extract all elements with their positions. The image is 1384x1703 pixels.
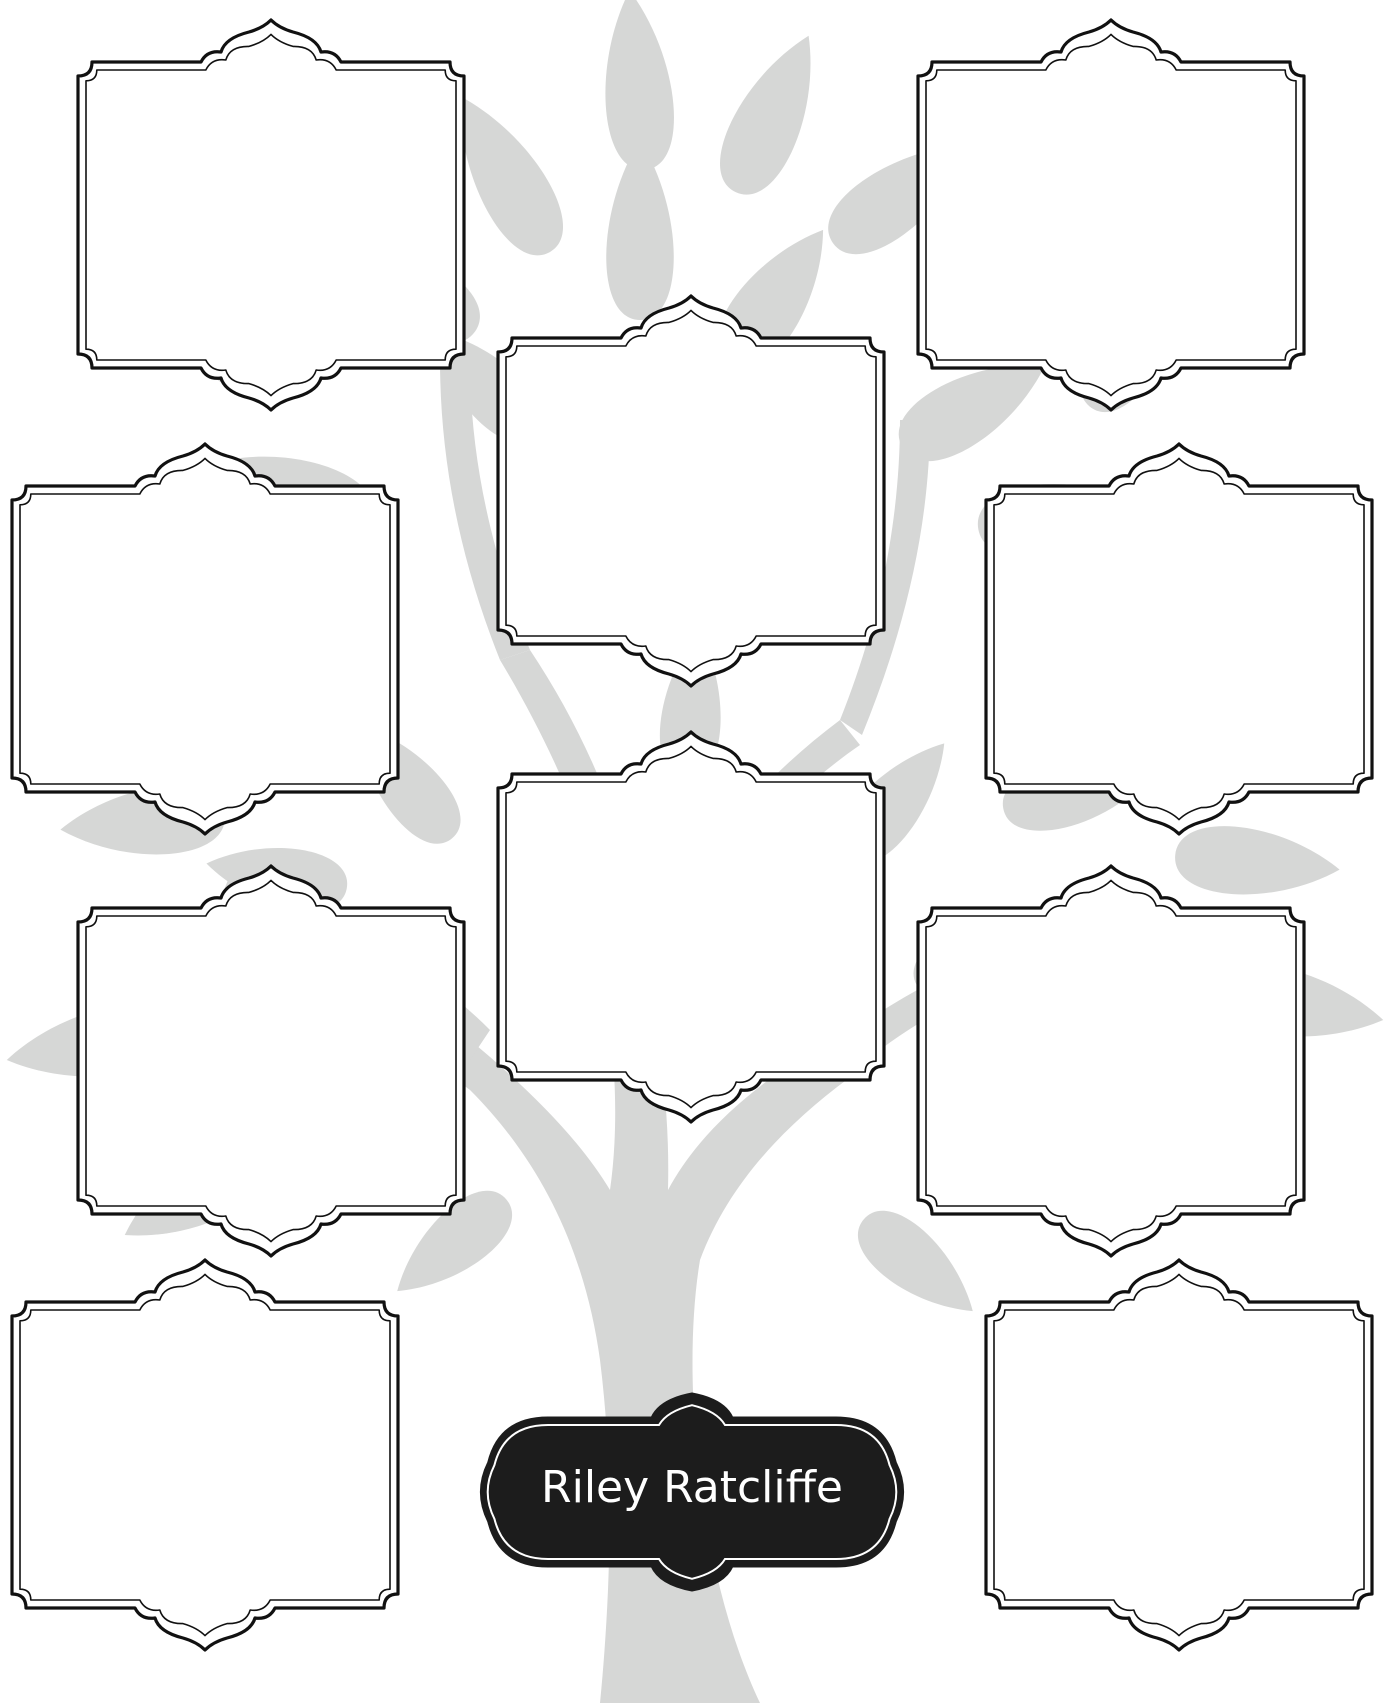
frame-background	[918, 20, 1304, 410]
frame-mid-right	[986, 444, 1372, 834]
tree-leaf	[606, 140, 674, 320]
frame-background	[78, 20, 464, 410]
frame-mid-left	[12, 444, 398, 834]
frame-background	[498, 296, 884, 686]
frame-background	[12, 1260, 398, 1650]
frame-top-right	[918, 20, 1304, 410]
nameplate-name: Riley Ratcliffe	[541, 1462, 843, 1513]
frame-top-left	[78, 20, 464, 410]
tree-leaf	[705, 22, 839, 207]
tree-leaf	[844, 1196, 992, 1334]
frame-lower-left	[78, 866, 464, 1256]
frame-background	[986, 1260, 1372, 1650]
frame-background	[498, 732, 884, 1122]
frame-center-upper	[498, 296, 884, 686]
frame-background	[12, 444, 398, 834]
frame-background	[986, 444, 1372, 834]
frame-background	[78, 866, 464, 1256]
frame-lower-right	[918, 866, 1304, 1256]
frame-bottom-right	[986, 1260, 1372, 1650]
nameplate: Riley Ratcliffe	[481, 1394, 902, 1590]
frame-bottom-left	[12, 1260, 398, 1650]
frame-background	[918, 866, 1304, 1256]
frame-center-lower	[498, 732, 884, 1122]
tree-leaf	[1172, 822, 1342, 904]
